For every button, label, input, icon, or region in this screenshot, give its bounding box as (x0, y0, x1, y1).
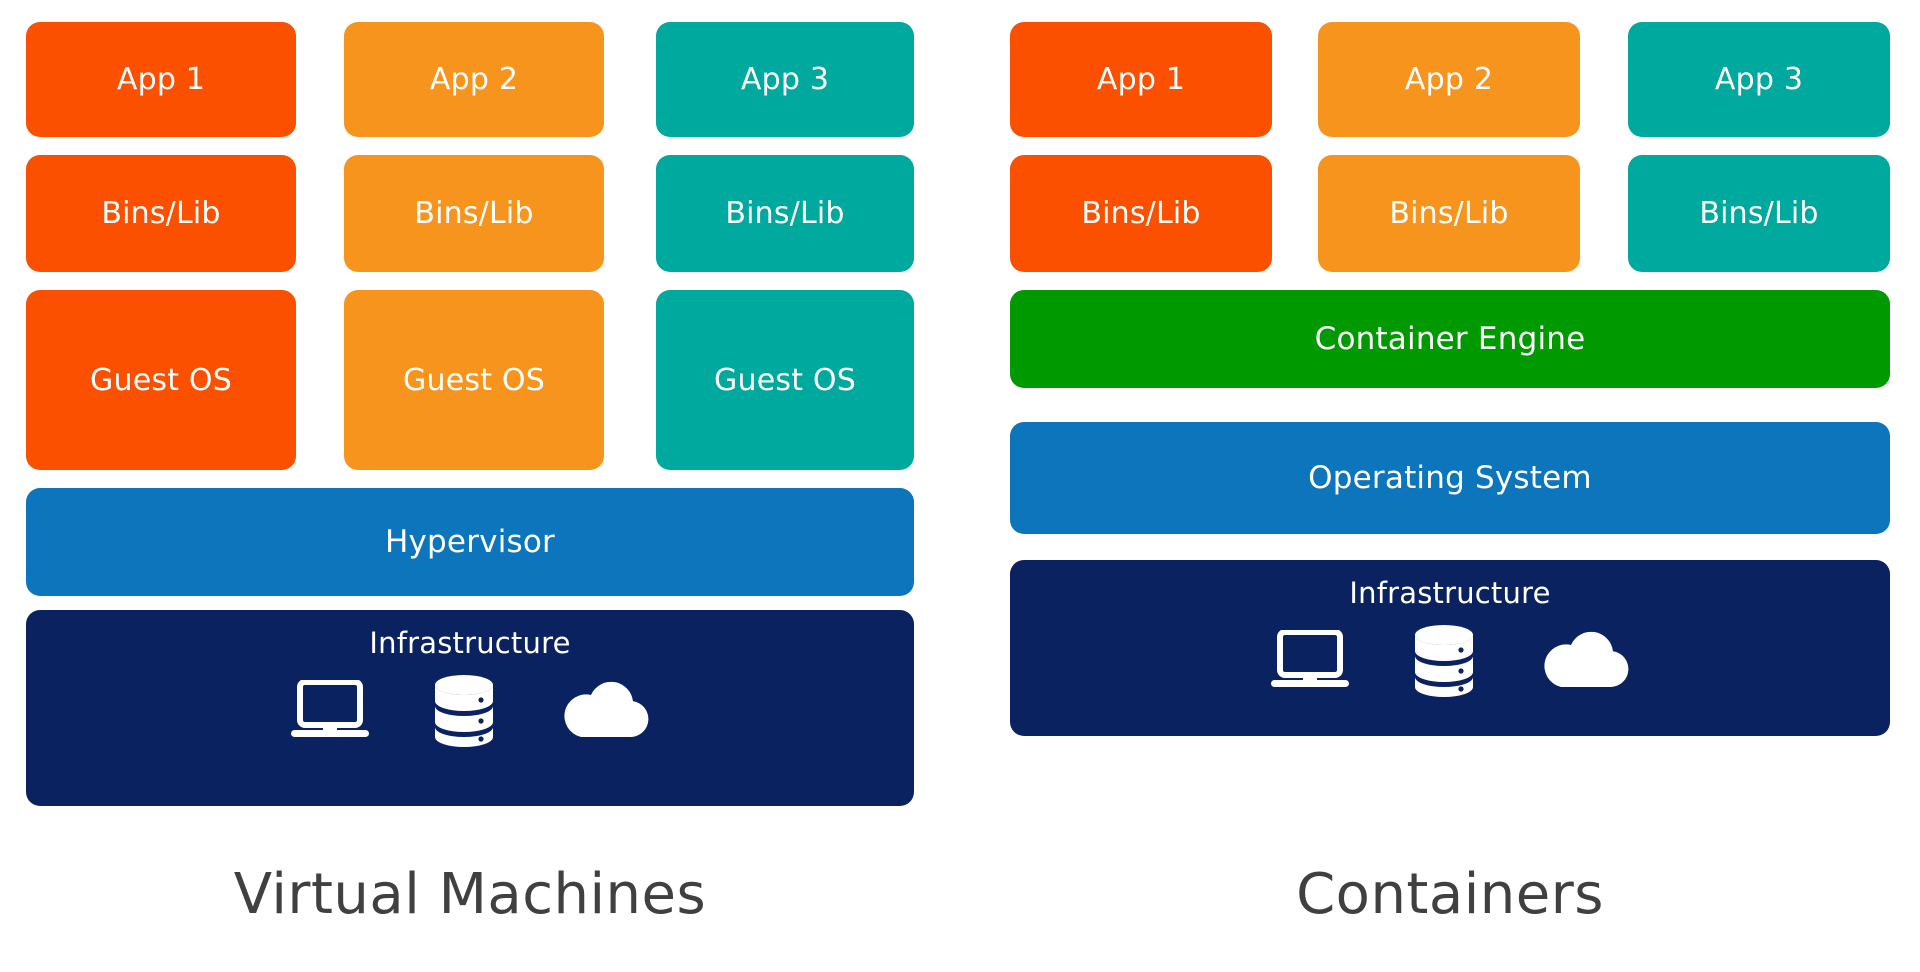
laptop-icon (291, 679, 369, 742)
container-infrastructure-icon-row (1271, 624, 1629, 698)
container-binslib-box-2[interactable]: Bins/Lib (1318, 155, 1580, 272)
container-app-box-3[interactable]: App 3 (1628, 22, 1890, 137)
container-app-box-1[interactable]: App 1 (1010, 22, 1272, 137)
vm-guestos-box-1[interactable]: Guest OS (26, 290, 296, 470)
container-app-label-2: App 2 (1404, 62, 1494, 97)
vm-app-label-1: App 1 (116, 62, 206, 97)
container-binslib-box-1[interactable]: Bins/Lib (1010, 155, 1272, 272)
vm-guestos-box-3[interactable]: Guest OS (656, 290, 914, 470)
vm-app-box-2[interactable]: App 2 (344, 22, 604, 137)
laptop-icon (1271, 629, 1349, 692)
container-engine-label: Container Engine (1314, 320, 1586, 357)
container-engine-box[interactable]: Container Engine (1010, 290, 1890, 388)
vm-app-label-2: App 2 (429, 62, 519, 97)
vm-infrastructure-icon-row (291, 674, 649, 748)
vm-binslib-box-1[interactable]: Bins/Lib (26, 155, 296, 272)
container-caption: Containers (1010, 862, 1890, 927)
container-os-label: Operating System (1308, 459, 1592, 496)
vm-infrastructure-box[interactable]: Infrastructure (26, 610, 914, 806)
vm-guestos-label-2: Guest OS (403, 362, 545, 398)
cloud-icon (559, 681, 649, 741)
vm-hypervisor-box[interactable]: Hypervisor (26, 488, 914, 596)
vm-app-label-3: App 3 (740, 62, 830, 97)
container-infrastructure-box[interactable]: Infrastructure (1010, 560, 1890, 736)
container-app-box-2[interactable]: App 2 (1318, 22, 1580, 137)
vm-guestos-box-2[interactable]: Guest OS (344, 290, 604, 470)
vm-binslib-box-3[interactable]: Bins/Lib (656, 155, 914, 272)
vm-caption: Virtual Machines (26, 862, 914, 927)
vm-caption-label: Virtual Machines (233, 862, 707, 927)
container-binslib-box-3[interactable]: Bins/Lib (1628, 155, 1890, 272)
vm-hypervisor-label: Hypervisor (385, 523, 555, 560)
container-binslib-label-1: Bins/Lib (1081, 196, 1201, 231)
container-app-label-1: App 1 (1096, 62, 1186, 97)
container-app-label-3: App 3 (1714, 62, 1804, 97)
container-infrastructure-label: Infrastructure (1349, 576, 1551, 610)
cloud-icon (1539, 631, 1629, 691)
vm-infrastructure-label: Infrastructure (369, 626, 571, 660)
vm-binslib-box-2[interactable]: Bins/Lib (344, 155, 604, 272)
container-binslib-label-2: Bins/Lib (1389, 196, 1509, 231)
container-os-box[interactable]: Operating System (1010, 422, 1890, 534)
vm-binslib-label-3: Bins/Lib (725, 196, 845, 231)
vm-app-box-1[interactable]: App 1 (26, 22, 296, 137)
container-caption-label: Containers (1296, 862, 1604, 927)
database-icon (433, 674, 495, 748)
container-binslib-label-3: Bins/Lib (1699, 196, 1819, 231)
database-icon (1413, 624, 1475, 698)
vm-binslib-label-2: Bins/Lib (414, 196, 534, 231)
vm-guestos-label-3: Guest OS (714, 362, 856, 398)
vm-app-box-3[interactable]: App 3 (656, 22, 914, 137)
vm-guestos-label-1: Guest OS (90, 362, 232, 398)
vm-binslib-label-1: Bins/Lib (101, 196, 221, 231)
